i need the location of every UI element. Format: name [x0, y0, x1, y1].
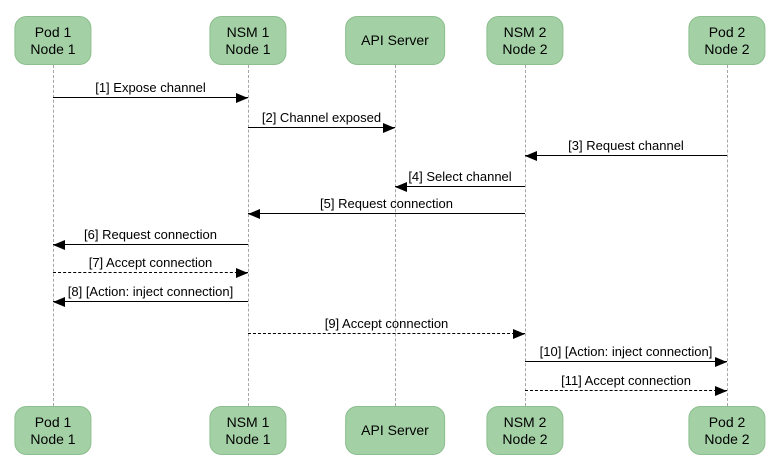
arrowhead-icon: [525, 151, 537, 161]
lifeline-pod1: [53, 65, 54, 406]
arrowhead-icon: [53, 240, 65, 250]
arrowhead-icon: [513, 329, 525, 339]
actor-api-bottom: API Server: [345, 406, 445, 455]
message-label-11: [11] Accept connection: [561, 373, 691, 388]
message-line-7: [53, 272, 248, 273]
message-label-10: [10] [Action: inject connection]: [539, 344, 713, 359]
message-line-9: [248, 333, 525, 334]
message-line-4: [395, 186, 525, 187]
message-line-11: [525, 390, 727, 391]
message-label-9: [9] Accept connection: [324, 316, 449, 331]
message-label-2: [2] Channel exposed: [261, 110, 382, 125]
actor-label: Node 1: [30, 40, 76, 57]
lifeline-api: [395, 65, 396, 406]
arrowhead-icon: [715, 386, 727, 396]
actor-label: Node 1: [30, 430, 76, 447]
message-label-5: [5] Request connection: [320, 196, 453, 211]
arrowhead-icon: [715, 357, 727, 367]
message-line-3: [525, 155, 727, 156]
message-label-1: [1] Expose channel: [95, 80, 206, 95]
message-line-5: [248, 213, 525, 214]
actor-label: Node 2: [704, 430, 750, 447]
arrowhead-icon: [248, 209, 260, 219]
actor-label: Node 1: [225, 430, 271, 447]
actor-label: NSM 2: [503, 413, 547, 430]
message-line-1: [53, 97, 248, 98]
actor-label: Pod 2: [708, 23, 746, 40]
actor-label: NSM 1: [226, 23, 270, 40]
actor-label: NSM 2: [503, 23, 547, 40]
actor-label: API Server: [361, 32, 429, 48]
lifeline-nsm1: [248, 65, 249, 406]
message-line-2: [248, 127, 395, 128]
message-label-8: [8] [Action: inject connection]: [67, 284, 234, 299]
actor-label: NSM 1: [226, 413, 270, 430]
lifeline-nsm2: [525, 65, 526, 406]
lifeline-pod2: [727, 65, 728, 406]
message-label-7: [7] Accept connection: [88, 255, 213, 270]
message-line-6: [53, 244, 248, 245]
message-label-4: [4] Select channel: [408, 169, 512, 184]
message-label-3: [3] Request channel: [568, 138, 684, 153]
actor-api-top: API Server: [345, 16, 445, 65]
message-line-10: [525, 361, 727, 362]
actor-label: Node 2: [704, 40, 750, 57]
arrowhead-icon: [236, 93, 248, 103]
arrowhead-icon: [236, 268, 248, 278]
arrowhead-icon: [395, 182, 407, 192]
actor-label: Node 1: [225, 40, 271, 57]
message-line-8: [53, 301, 248, 302]
message-label-6: [6] Request connection: [84, 227, 217, 242]
actor-label: Node 2: [502, 430, 548, 447]
actor-label: API Server: [361, 422, 429, 438]
actor-label: Pod 1: [34, 413, 72, 430]
actor-label: Pod 2: [708, 413, 746, 430]
actor-label: Node 2: [502, 40, 548, 57]
arrowhead-icon: [383, 123, 395, 133]
arrowhead-icon: [53, 297, 65, 307]
actor-label: Pod 1: [34, 23, 72, 40]
